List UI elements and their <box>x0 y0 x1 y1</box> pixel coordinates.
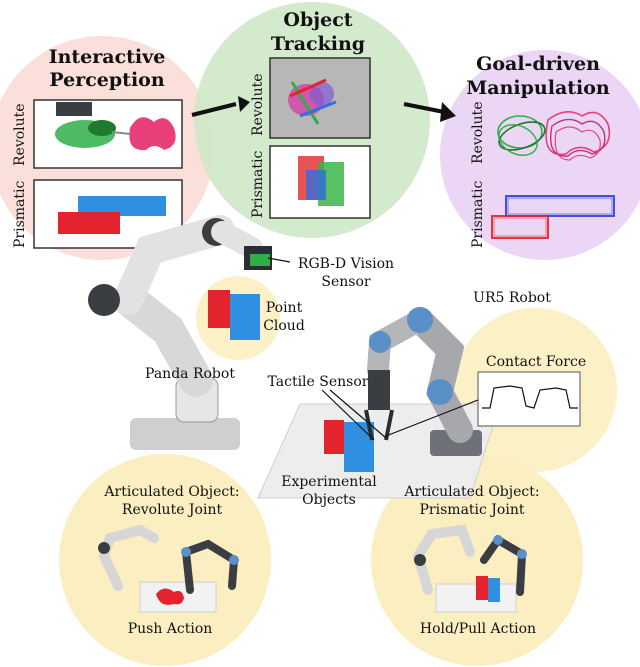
tracking-prismatic-label: Prismatic <box>250 151 266 219</box>
revolute-circle-title-1: Articulated Object: <box>103 484 239 500</box>
green-object-dark <box>88 120 116 136</box>
point-cloud-red <box>208 290 230 328</box>
contact-force-label: Contact Force <box>486 354 586 370</box>
goal-prismatic-trajectory <box>491 195 615 239</box>
ur5-robot <box>364 307 482 456</box>
axis-green-1 <box>290 81 320 125</box>
pink-object <box>129 117 176 151</box>
goal-revolute-label: Revolute <box>470 101 486 164</box>
experimental-objects-label-1: Experimental <box>281 474 377 490</box>
prismatic-joint-circle <box>371 454 583 666</box>
experimental-red-block <box>324 420 344 454</box>
experimental-objects-label-2: Objects <box>302 492 356 508</box>
arrow-head-1-icon <box>238 96 250 112</box>
rgbd-leader <box>267 257 291 263</box>
object-tracking-title-1: Object <box>283 9 352 31</box>
rgbd-sensor-label-2: Sensor <box>321 274 371 290</box>
prismatic-circle-title-2: Prismatic Joint <box>420 502 525 518</box>
point-cloud-blue <box>230 294 260 340</box>
goal-prismatic-label: Prismatic <box>470 181 486 249</box>
perception-prismatic-label: Prismatic <box>12 181 28 249</box>
goal-driven-bg <box>440 50 640 260</box>
perception-revolute-label: Revolute <box>12 103 28 166</box>
revolute-scene <box>98 524 239 613</box>
panda-robot <box>88 215 272 450</box>
tactile-leader-1 <box>321 389 375 441</box>
point-cloud-label-2: Cloud <box>263 318 305 334</box>
object-tracking-title-2: Tracking <box>271 33 365 55</box>
interactive-perception-title-1: Interactive <box>49 46 166 68</box>
axis-blue-1 <box>299 100 337 118</box>
arrow-tracking-to-goal <box>403 102 445 114</box>
prismatic-circle-title-1: Articulated Object: <box>403 484 539 500</box>
goal-driven-title-2: Manipulation <box>466 77 610 99</box>
revolute-circle-title-2: Revolute Joint <box>122 502 223 518</box>
arrow-perception-to-tracking <box>191 102 237 117</box>
prismatic-scene <box>412 524 527 613</box>
contact-force-signal <box>482 385 578 409</box>
blue-bar <box>78 196 166 216</box>
interactive-perception-title-2: Perception <box>49 69 164 91</box>
tracked-object-2 <box>310 82 334 106</box>
contact-leader <box>385 399 479 437</box>
rgbd-sensor-label-1: RGB-D Vision <box>298 256 394 272</box>
contact-force-plot <box>477 371 581 427</box>
ur5-robot-label: UR5 Robot <box>473 290 551 306</box>
gripper-dark <box>56 102 92 116</box>
axis-red-1 <box>289 78 327 98</box>
red-bar <box>58 212 120 234</box>
goal-driven-title-1: Goal-driven <box>476 53 600 75</box>
handle-line <box>111 131 131 135</box>
tracked-bar-3 <box>306 170 326 200</box>
hold-pull-action-label: Hold/Pull Action <box>420 621 536 637</box>
tracking-revolute-label: Revolute <box>250 73 266 136</box>
point-cloud-label-1: Point <box>266 300 303 316</box>
panda-robot-label: Panda Robot <box>145 366 235 382</box>
goal-revolute-trajectory <box>497 111 611 161</box>
push-action-label: Push Action <box>128 621 213 637</box>
tactile-leader-2 <box>329 389 387 439</box>
revolute-joint-circle <box>59 454 271 666</box>
arrow-head-2-icon <box>440 102 456 122</box>
tactile-sensor-label: Tactile Sensor <box>268 374 369 390</box>
